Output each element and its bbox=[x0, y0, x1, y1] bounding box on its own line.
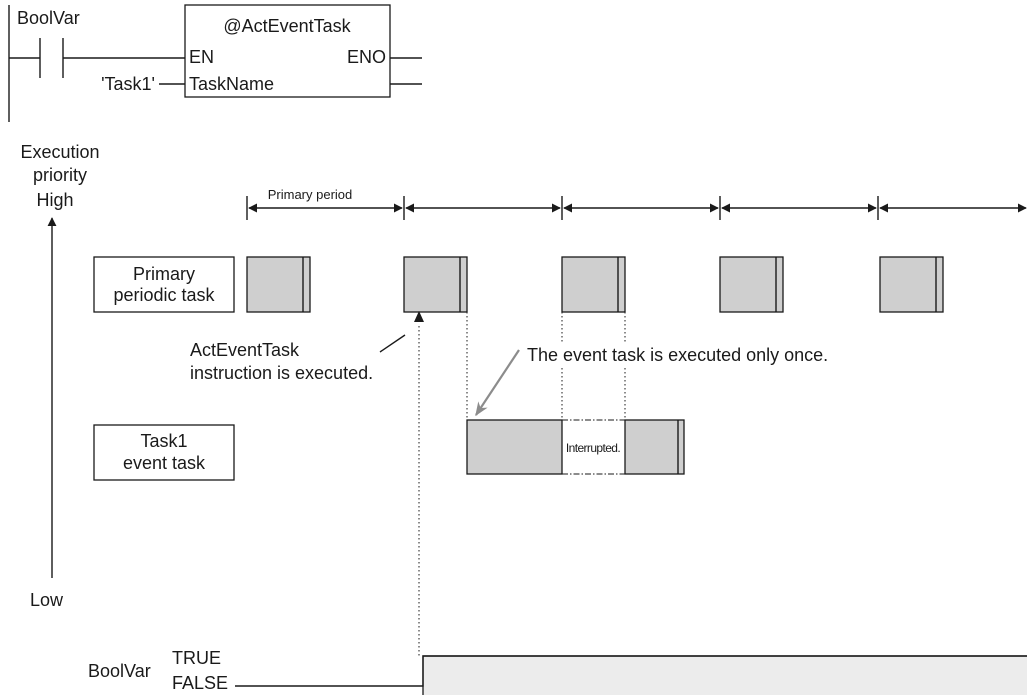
annotations: ActEventTask instruction is executed. Th… bbox=[190, 311, 879, 417]
primary-task-execution-block bbox=[719, 256, 784, 313]
primary-task-label-box bbox=[93, 256, 235, 313]
taskname-input-label: TaskName bbox=[189, 74, 274, 94]
task-labels: Primary periodic task Task1 event task bbox=[93, 256, 235, 481]
signal-false-label: FALSE bbox=[172, 673, 228, 693]
priority-axis-title-line1: Execution bbox=[20, 142, 99, 162]
executed-once-callout-arrow bbox=[475, 349, 520, 417]
priority-low-label: Low bbox=[30, 590, 64, 610]
event-task-first-part bbox=[466, 419, 563, 475]
primary-task-label-line2: periodic task bbox=[113, 285, 215, 305]
instruction-executed-line1: ActEventTask bbox=[190, 340, 300, 360]
primary-task-execution-block bbox=[246, 256, 311, 313]
en-input-label: EN bbox=[189, 47, 214, 67]
signal-true-region bbox=[422, 655, 1027, 695]
instruction-name: @ActEventTask bbox=[223, 16, 351, 36]
primary-task-executions bbox=[246, 256, 944, 313]
period-ruler: Primary period bbox=[246, 187, 1027, 220]
taskname-value: 'Task1' bbox=[101, 74, 155, 94]
boolvar-signal: BoolVar TRUE FALSE bbox=[88, 648, 1027, 695]
trigger-marker-icon bbox=[414, 311, 424, 322]
priority-axis-title-line2: priority bbox=[33, 165, 87, 185]
ladder-rung: BoolVar @ActEventTask EN ENO TaskName 'T… bbox=[8, 4, 422, 122]
signal-waveform bbox=[235, 655, 1027, 687]
event-task-label-line1: Task1 bbox=[140, 431, 187, 451]
primary-task-execution-block bbox=[879, 256, 944, 313]
event-task-label-box bbox=[93, 424, 235, 481]
signal-true-label: TRUE bbox=[172, 648, 221, 668]
eno-output-label: ENO bbox=[347, 47, 386, 67]
executed-once-note: The event task is executed only once. bbox=[527, 345, 828, 365]
event-task-label-line2: event task bbox=[123, 453, 206, 473]
primary-period-label: Primary period bbox=[268, 187, 353, 202]
primary-task-execution-block bbox=[561, 256, 626, 313]
priority-high-label: High bbox=[36, 190, 73, 210]
instruction-block bbox=[184, 4, 391, 98]
text-backdrop bbox=[525, 343, 879, 367]
signal-name-label: BoolVar bbox=[88, 661, 151, 681]
interrupted-gap bbox=[562, 419, 625, 475]
interrupted-label: Interrupted. bbox=[566, 441, 620, 455]
contact-variable-label: BoolVar bbox=[17, 8, 80, 28]
event-task-execution: Interrupted. bbox=[466, 419, 685, 475]
priority-axis: Execution priority High Low bbox=[20, 142, 99, 610]
primary-task-execution-block bbox=[403, 256, 468, 313]
dotted-guides bbox=[418, 312, 626, 656]
primary-task-label-line1: Primary bbox=[133, 264, 195, 284]
instruction-leader-line bbox=[379, 334, 406, 353]
instruction-executed-line2: instruction is executed. bbox=[190, 363, 373, 383]
event-task-second-part bbox=[624, 419, 685, 475]
